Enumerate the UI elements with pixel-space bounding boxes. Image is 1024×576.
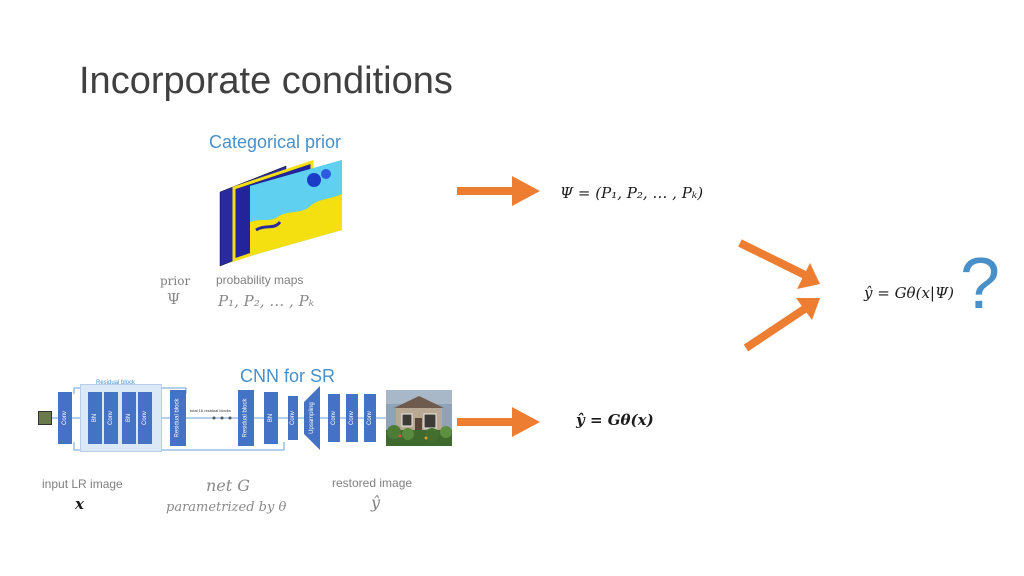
categorical-prior-label: Categorical prior [209,132,342,152]
probability-maps-image [219,160,342,267]
arrow-up-to-conditional [743,298,820,352]
input-symbol: x [75,495,84,513]
prior-word: prior [160,274,191,288]
restored-image-label: restored image [332,476,413,490]
residual-block-caption: Residual block [96,380,136,386]
layer-conv-4: Conv [288,396,298,440]
layer-conv-1: Conv [58,392,72,444]
layer-conv-7: Conv [364,394,376,442]
conditional-equation: ŷ = Gθ(x|Ψ) [864,284,954,302]
repeat-caption: total 16 residual blocks [190,408,231,413]
question-mark: ? [960,244,1001,324]
layer-bn-1: BN [88,392,102,444]
parametrized-by-label: parametrized by θ [166,500,287,515]
input-lr-image-label: input LR image [42,477,123,491]
prior-symbol: Ψ [167,290,181,308]
probability-maps-label: probability maps [216,273,304,287]
slide-title: Incorporate conditions [79,60,453,102]
layer-conv-3: Conv [138,392,152,444]
layer-conv-5: Conv [328,394,340,442]
layer-upsampling: Upsampling [304,386,320,450]
restored-image-thumbnail [386,390,452,446]
layer-residual-block-1: Residual block [170,390,186,446]
layer-bn-2: BN [122,392,136,444]
net-g-label: net G [206,476,251,495]
layer-conv-2: Conv [104,392,118,444]
layer-residual-block-2: Residual block [238,390,254,446]
layer-conv-6: Conv [346,394,358,442]
plain-equation: ŷ = Gθ(x) [576,411,654,429]
cnn-diagram: Residual block total 16 residual blocks … [36,378,456,458]
arrow-to-plain-equation [457,407,540,437]
input-lr-thumbnail [38,411,52,425]
arrow-down-to-conditional [738,239,820,289]
restored-symbol: ŷ [371,493,381,512]
arrow-to-psi-equation [457,176,540,206]
layer-bn-3: BN [264,392,278,444]
cnn-for-sr-label: CNN for SR [240,366,336,386]
psi-equation: Ψ = (P₁, P₂, … , Pₖ) [560,184,704,202]
probability-maps-expression: P₁, P₂, … , Pₖ [218,292,315,310]
